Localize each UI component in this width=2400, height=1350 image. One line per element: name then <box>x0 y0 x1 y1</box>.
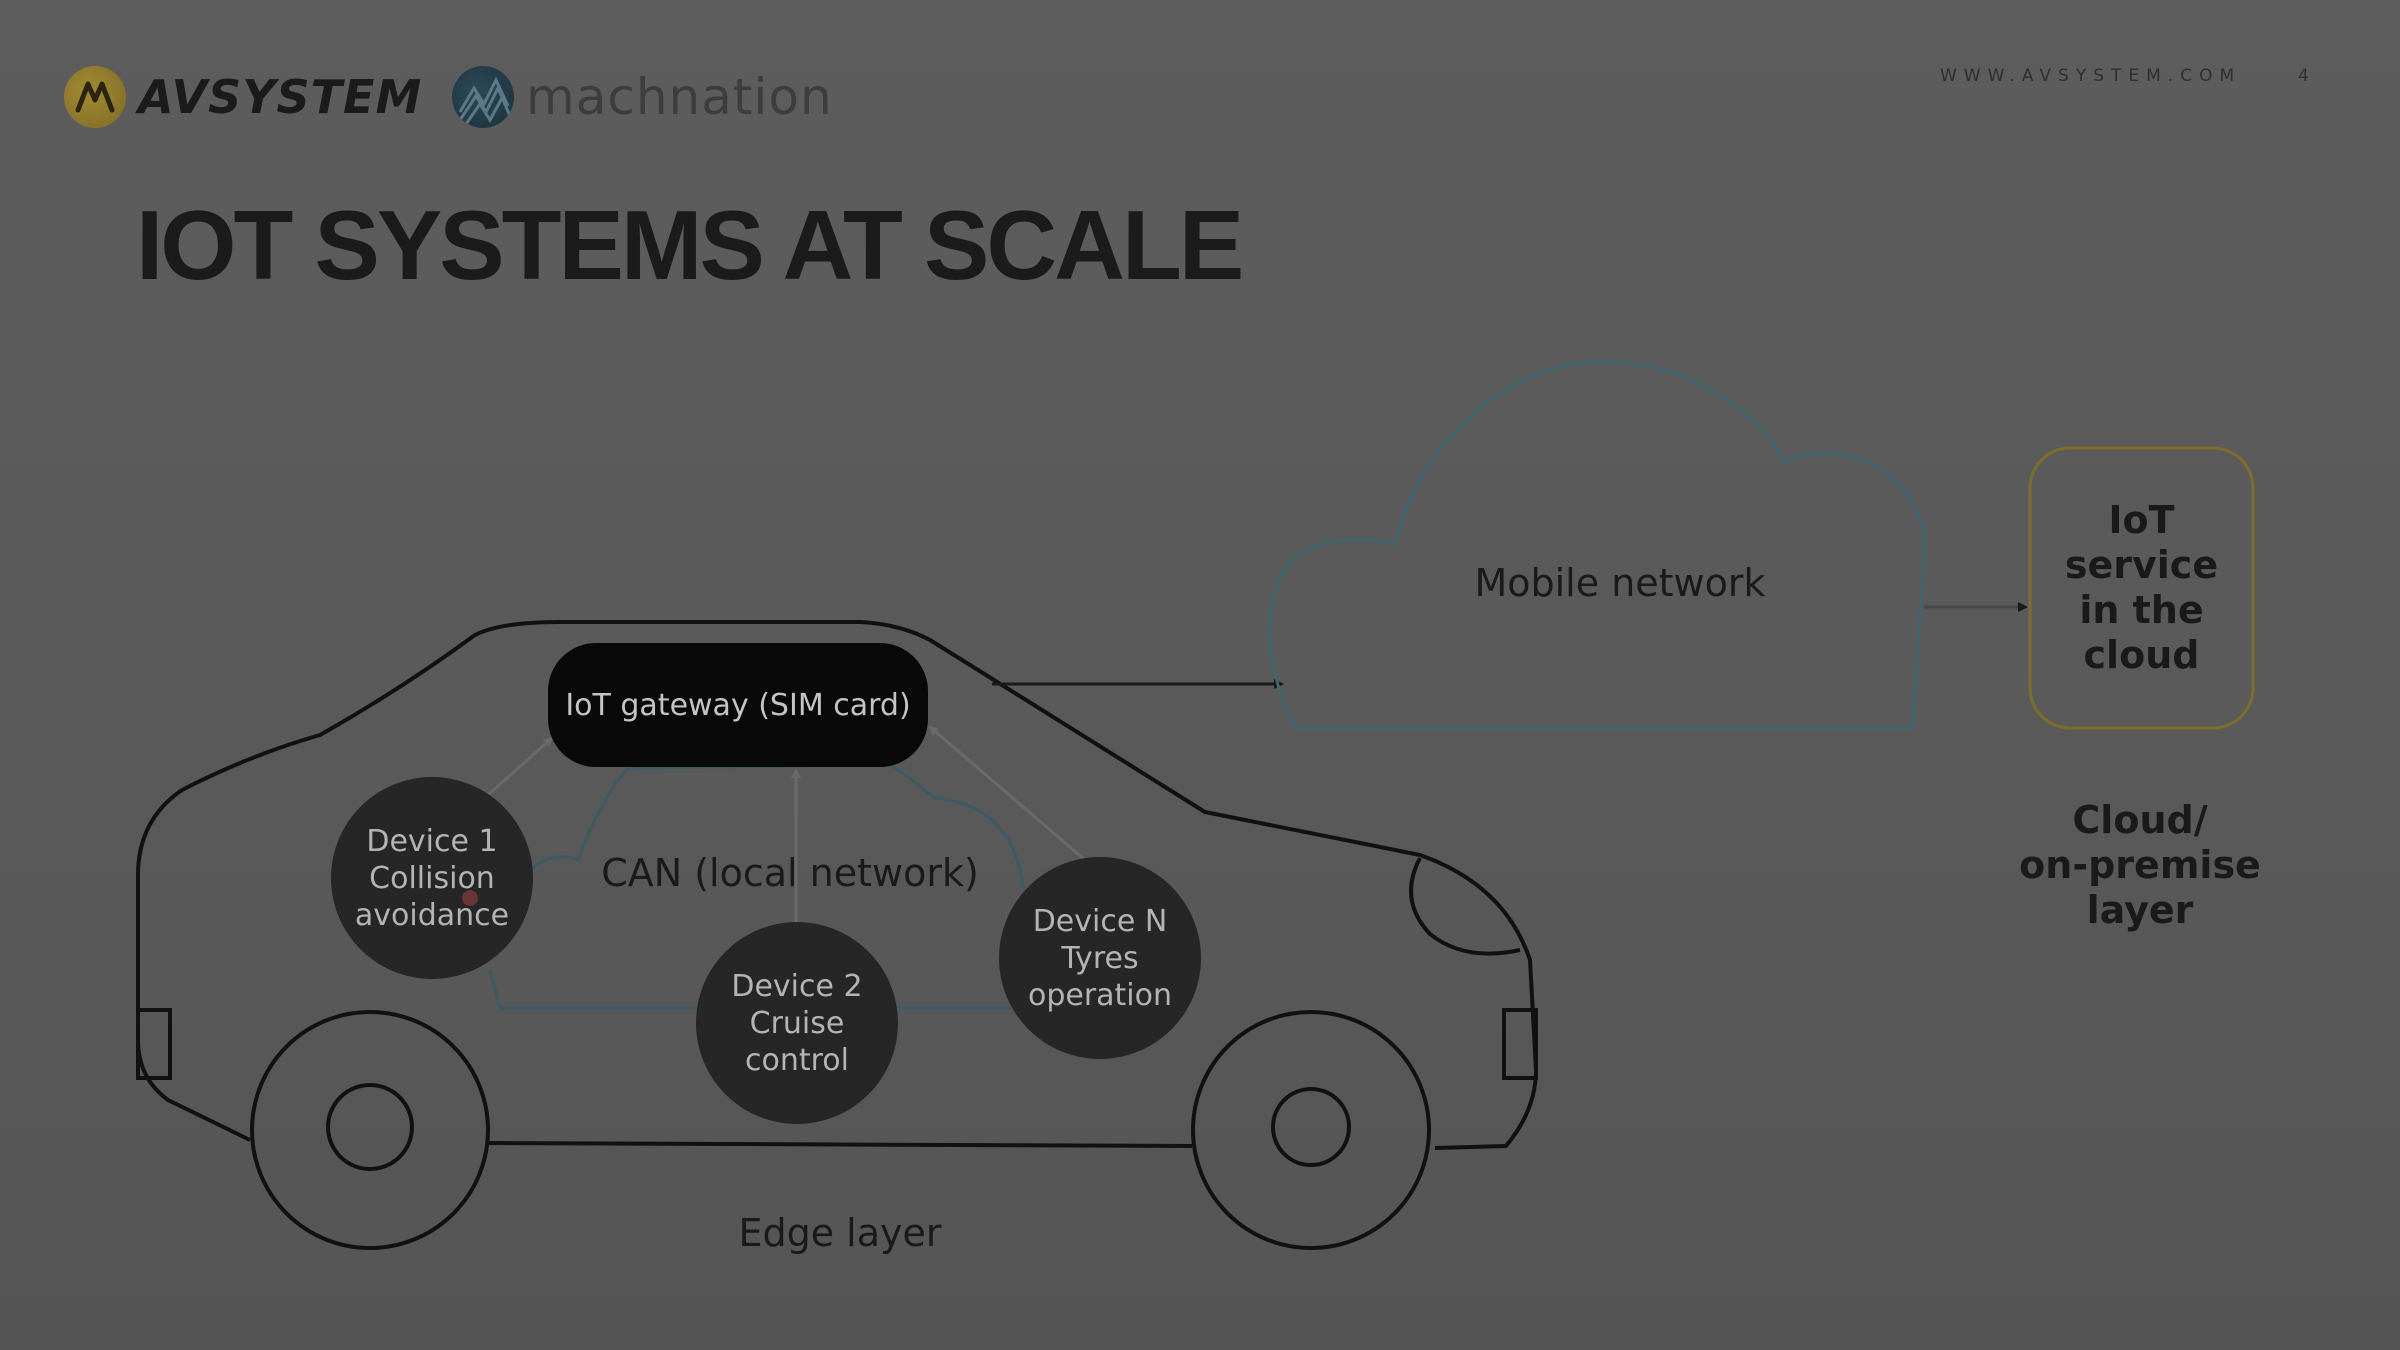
mobile-network-label: Mobile network <box>1474 561 1766 605</box>
edge-layer-label: Edge layer <box>738 1211 942 1255</box>
avsystem-logo-text: AVSYSTEM <box>138 70 423 124</box>
machnation-logo: machnation <box>452 66 833 128</box>
page-number: 4 <box>2298 66 2309 86</box>
iot-gateway-label: IoT gateway (SIM card) <box>565 687 911 723</box>
deviceN-to-gateway-arrow <box>928 725 1086 862</box>
machnation-logo-icon <box>452 66 514 128</box>
car-rear-light <box>136 1008 172 1080</box>
device-n-node <box>999 857 1201 1059</box>
device-2-label: Device 2 Cruise control <box>731 968 863 1078</box>
avsystem-logo: AVSYSTEM <box>64 66 422 128</box>
device-1-node <box>331 777 533 979</box>
device1-to-gateway-arrow <box>487 736 554 797</box>
rear-wheel <box>250 1010 490 1250</box>
iot-gateway-node <box>548 643 928 767</box>
cloud-layer-label: Cloud/ on-premise layer <box>2019 797 2261 932</box>
mobile-network-cloud <box>1268 360 1927 730</box>
car-headlight <box>1409 857 1521 956</box>
iot-service-node <box>2028 446 2255 730</box>
website-url: WWW.AVSYSTEM.COM <box>1940 66 2242 86</box>
front-wheel <box>1191 1010 1431 1250</box>
machnation-logo-text: machnation <box>526 68 833 126</box>
device-1-label: Device 1 Collision avoidance <box>354 823 510 933</box>
device-2-node <box>696 922 898 1124</box>
device-n-label: Device N Tyres operation <box>1027 903 1173 1013</box>
can-network-label: CAN (local network) <box>601 851 979 895</box>
cursor-dot <box>462 890 478 906</box>
car-body-outline <box>136 620 1538 1150</box>
iot-service-label: IoT service in the cloud <box>2064 498 2219 677</box>
slide-title: IOT SYSTEMS AT SCALE <box>136 190 1244 300</box>
avsystem-logo-icon <box>64 66 126 128</box>
car-front-light <box>1502 1008 1538 1080</box>
